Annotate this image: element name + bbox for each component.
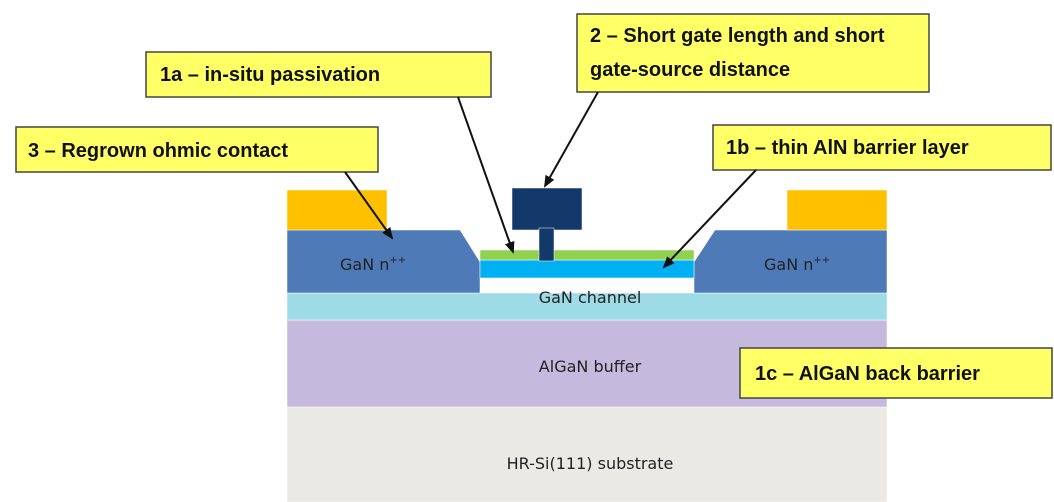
gate-head bbox=[511, 187, 583, 231]
gan-channel-layer bbox=[286, 292, 888, 321]
callout-2-line1: 2 – Short gate length and short bbox=[590, 25, 885, 47]
left-contact-label-sup: ++ bbox=[389, 255, 406, 266]
callout-1b-box bbox=[712, 124, 1052, 171]
right-contact-label-sup: ++ bbox=[813, 255, 830, 266]
aln-barrier-layer bbox=[479, 259, 695, 279]
in-situ-passivation-layer bbox=[479, 249, 695, 261]
callout-1a-box bbox=[145, 51, 492, 98]
callout-1c-box bbox=[739, 347, 1053, 399]
callout-2-box bbox=[576, 13, 930, 93]
right-contact-label-main: GaN n bbox=[764, 255, 813, 274]
substrate-layer bbox=[286, 406, 888, 502]
arrow-2 bbox=[544, 91, 599, 188]
callout-1c-text: 1c – AlGaN back barrier bbox=[755, 363, 980, 385]
callout-3-box bbox=[15, 126, 379, 173]
left-contact-label-main: GaN n bbox=[340, 255, 389, 274]
right-contact-pad bbox=[786, 189, 888, 231]
callout-2-line2: gate-source distance bbox=[590, 59, 790, 81]
channel-label: GaN channel bbox=[539, 288, 642, 307]
left-contact-label: GaN n++ bbox=[340, 255, 406, 274]
gate-stem bbox=[538, 227, 555, 262]
left-contact-pad bbox=[286, 189, 388, 231]
callout-1a-text: 1a – in-situ passivation bbox=[160, 64, 380, 86]
buffer-label: AlGaN buffer bbox=[539, 357, 642, 376]
callout-1b-text: 1b – thin AlN barrier layer bbox=[726, 137, 969, 159]
arrow-1b bbox=[662, 169, 757, 269]
arrow-3 bbox=[344, 171, 394, 240]
substrate-label: HR-Si(111) substrate bbox=[507, 454, 674, 473]
arrow-1a bbox=[457, 96, 515, 254]
callout-3-text: 3 – Regrown ohmic contact bbox=[28, 140, 288, 162]
right-contact-label: GaN n++ bbox=[764, 255, 830, 274]
